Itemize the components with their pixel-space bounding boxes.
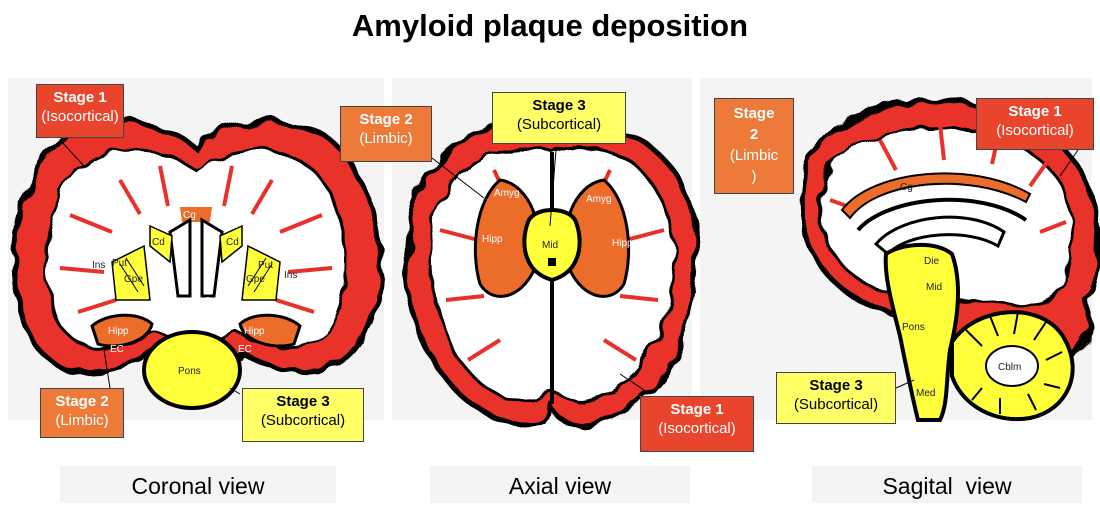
sagittal-stage1-sub: (Isocortical) <box>996 122 1074 139</box>
axial-label-mid: Mid <box>542 240 558 251</box>
sagittal-stage1-heading: Stage 1 <box>977 102 1093 121</box>
sagittal-caption: Sagital view <box>812 466 1082 503</box>
axial-label-amyg-left: Amyg <box>494 188 520 199</box>
coronal-stage2-box: Stage 2 (Limbic) <box>40 388 124 438</box>
axial-stage2-sub: (Limbic) <box>359 130 412 147</box>
sagittal-stage1-box: Stage 1 (Isocortical) <box>976 98 1094 150</box>
coronal-label-gpi-left: Gpi <box>154 292 170 303</box>
sagittal-stage3-box: Stage 3 (Subcortical) <box>776 372 896 424</box>
axial-brain: Amyg Amyg Hipp Hipp Mid <box>407 126 698 424</box>
axial-stage1-sub: (Isocortical) <box>658 420 736 437</box>
coronal-label-put-right: Put <box>258 260 273 271</box>
coronal-label-ins-left: Ins <box>92 260 105 271</box>
axial-label-hipp-right: Hipp <box>612 238 633 249</box>
coronal-label-ins-right: Ins <box>284 270 297 281</box>
coronal-stage2-heading: Stage 2 <box>41 392 123 411</box>
coronal-label-put-left: Put <box>112 258 127 269</box>
sagittal-label-pons: Pons <box>902 322 925 333</box>
axial-caption: Axial view <box>430 466 690 503</box>
coronal-white-matter <box>46 150 346 347</box>
sagittal-stage2-sub-b: ) <box>715 166 793 187</box>
coronal-label-ec-right: EC <box>238 344 252 355</box>
coronal-label-cg: Cg <box>183 210 196 221</box>
sagittal-stage3-heading: Stage 3 <box>777 376 895 395</box>
coronal-label-gpe-left: Gpe <box>124 274 143 285</box>
axial-stage3-heading: Stage 3 <box>493 96 625 115</box>
sagittal-stage2-heading-a: Stage <box>715 103 793 124</box>
coronal-stage2-sub: (Limbic) <box>55 412 108 429</box>
coronal-label-cd-right: Cd <box>226 237 239 248</box>
coronal-brain: Cg Cd Cd Ins Ins Put Put Gpe Gpe Gpi Gpi… <box>15 121 380 408</box>
axial-midbrain-aqueduct <box>548 258 556 266</box>
coronal-stage1-heading: Stage 1 <box>37 88 123 107</box>
sagittal-label-cg: Cg <box>900 182 913 193</box>
sagittal-stage2-heading-b: 2 <box>715 124 793 145</box>
coronal-label-cd-left: Cd <box>152 237 165 248</box>
coronal-label-hipp-left: Hipp <box>108 326 129 337</box>
axial-stage1-heading: Stage 1 <box>641 400 753 419</box>
sagittal-stage2-sub-a: (Limbic <box>715 145 793 166</box>
coronal-label-gpe-right: Gpe <box>246 274 265 285</box>
axial-label-amyg-right: Amyg <box>586 194 612 205</box>
coronal-caption: Coronal view <box>60 466 336 503</box>
sagittal-label-cblm: Cblm <box>998 362 1021 373</box>
coronal-label-hipp-right: Hipp <box>244 326 265 337</box>
coronal-label-ec-left: EC <box>110 344 124 355</box>
coronal-label-gpi-right: Gpi <box>204 296 220 307</box>
coronal-stage1-sub: (Isocortical) <box>41 108 119 125</box>
coronal-stage3-sub: (Subcortical) <box>261 412 345 429</box>
axial-label-hipp-left: Hipp <box>482 234 503 245</box>
coronal-stage3-box: Stage 3 (Subcortical) <box>242 388 364 442</box>
axial-stage1-box: Stage 1 (Isocortical) <box>640 396 754 452</box>
sagittal-label-mid: Mid <box>926 282 942 293</box>
sagittal-stage2-box: Stage 2 (Limbic ) <box>714 98 794 194</box>
axial-stage2-box: Stage 2 (Limbic) <box>340 106 432 162</box>
axial-stage3-sub: (Subcortical) <box>517 116 601 133</box>
sagittal-stage3-sub: (Subcortical) <box>794 396 878 413</box>
coronal-stage3-heading: Stage 3 <box>243 392 363 411</box>
coronal-label-pons: Pons <box>178 366 201 377</box>
sagittal-label-die: Die <box>924 256 939 267</box>
sagittal-label-med: Med <box>916 388 935 399</box>
coronal-stage1-box: Stage 1 (Isocortical) <box>36 84 124 138</box>
axial-stage3-box: Stage 3 (Subcortical) <box>492 92 626 144</box>
axial-stage2-heading: Stage 2 <box>341 110 431 129</box>
